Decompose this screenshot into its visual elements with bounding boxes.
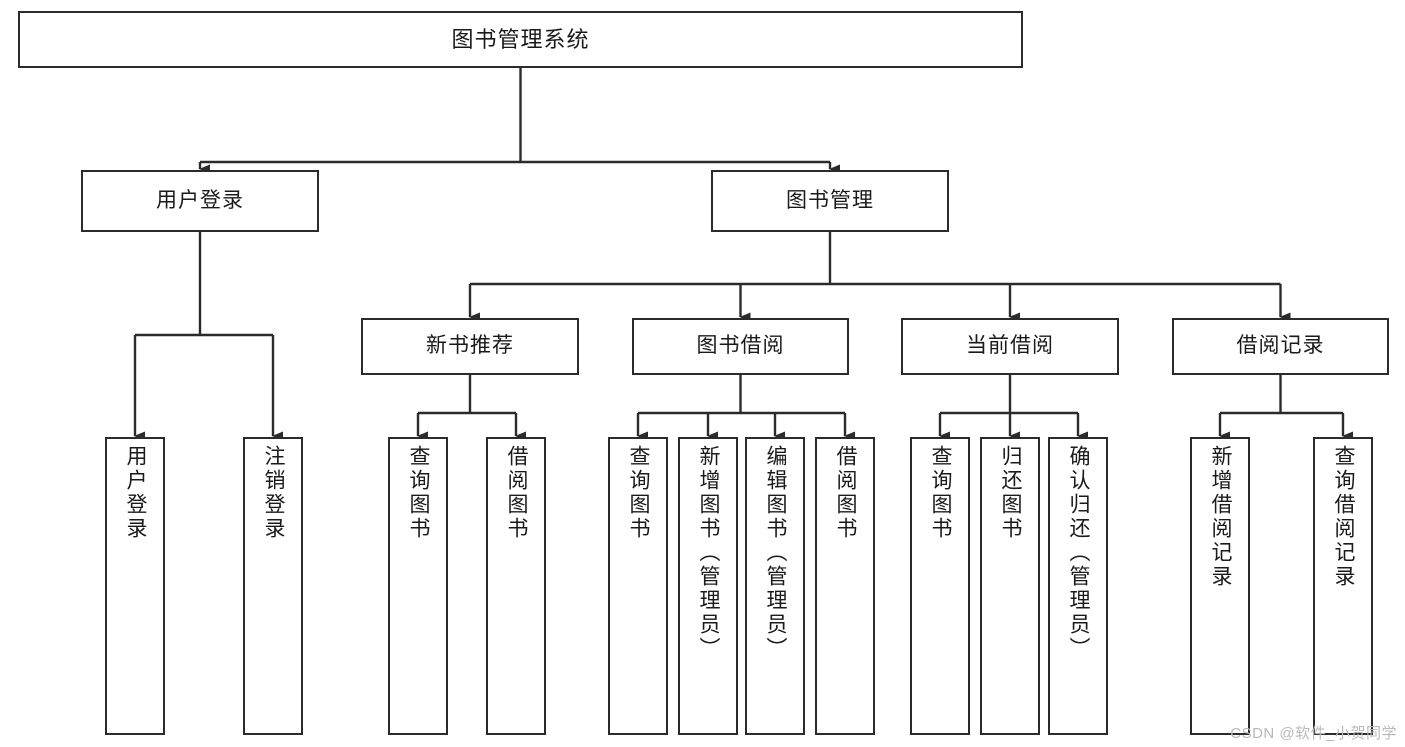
leaf-edit-book-admin[interactable]: 编辑图书（管理员） — [745, 437, 805, 735]
node-new-book-recommend[interactable]: 新书推荐 — [361, 318, 579, 375]
leaf-return-book[interactable]: 归还图书 — [980, 437, 1040, 735]
node-label: 图书借阅 — [696, 334, 785, 358]
node-label: 新书推荐 — [426, 334, 514, 358]
node-label: 新增图书（管理员） — [697, 445, 721, 661]
csdn-watermark: CSDN @软件_小贺同学 — [1230, 725, 1397, 742]
node-label: 借阅图书 — [834, 445, 858, 541]
node-current-borrow[interactable]: 当前借阅 — [901, 318, 1119, 375]
leaf-user-logout[interactable]: 注销登录 — [243, 437, 303, 735]
leaf-confirm-return-admin[interactable]: 确认归还（管理员） — [1048, 437, 1108, 735]
node-label: 用户登录 — [156, 188, 244, 212]
leaf-query-book-current[interactable]: 查询图书 — [910, 437, 970, 735]
node-root-system[interactable]: 图书管理系统 — [18, 11, 1023, 68]
node-label: 当前借阅 — [966, 334, 1054, 358]
leaf-query-book-borrow[interactable]: 查询图书 — [608, 437, 668, 735]
leaf-borrow-book-borrow[interactable]: 借阅图书 — [815, 437, 875, 735]
node-label: 查询图书 — [929, 445, 953, 541]
node-user-login[interactable]: 用户登录 — [81, 170, 319, 232]
leaf-query-book-recommend[interactable]: 查询图书 — [388, 437, 448, 735]
node-book-manage[interactable]: 图书管理 — [711, 170, 949, 232]
node-label: 查询图书 — [407, 445, 431, 541]
leaf-user-login[interactable]: 用户登录 — [105, 437, 165, 735]
leaf-query-borrow-record[interactable]: 查询借阅记录 — [1313, 437, 1373, 735]
node-label: 借阅记录 — [1236, 334, 1325, 358]
node-label: 图书管理 — [786, 188, 874, 212]
node-label: 用户登录 — [124, 445, 148, 541]
node-label: 查询图书 — [627, 445, 651, 541]
leaf-add-book-admin[interactable]: 新增图书（管理员） — [678, 437, 738, 735]
node-book-borrow[interactable]: 图书借阅 — [632, 318, 849, 375]
node-label: 编辑图书（管理员） — [764, 445, 788, 661]
node-label: 借阅图书 — [505, 445, 529, 541]
node-label: 确认归还（管理员） — [1067, 445, 1091, 661]
node-label: 注销登录 — [262, 445, 286, 541]
node-label: 归还图书 — [999, 445, 1023, 541]
node-borrow-record[interactable]: 借阅记录 — [1172, 318, 1389, 375]
node-label: 查询借阅记录 — [1332, 445, 1356, 589]
leaf-add-borrow-record[interactable]: 新增借阅记录 — [1190, 437, 1250, 735]
node-label: 图书管理系统 — [451, 26, 590, 52]
leaf-borrow-book-recommend[interactable]: 借阅图书 — [486, 437, 546, 735]
node-label: 新增借阅记录 — [1209, 445, 1233, 589]
